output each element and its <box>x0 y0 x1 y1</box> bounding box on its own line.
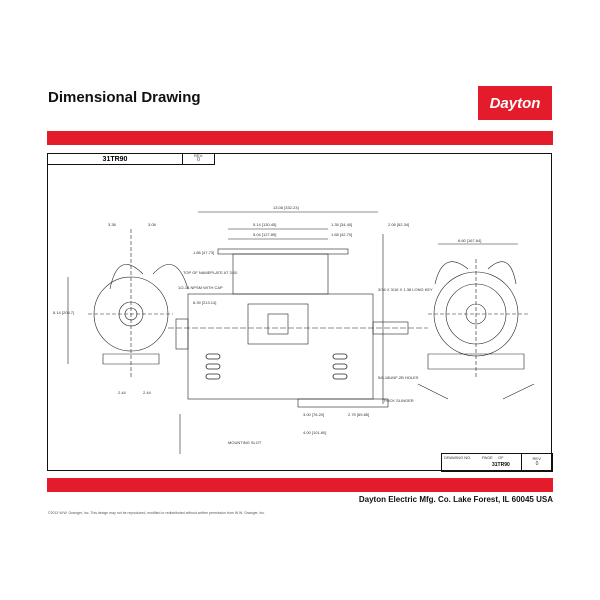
bottom-red-bar <box>47 478 553 492</box>
dayton-logo: Dayton <box>478 86 552 120</box>
left-end-view <box>67 229 189 379</box>
dim-d11: 6.60 [167.64] <box>458 238 481 243</box>
note-nameplate: TOP OF NAMEPLATE AT 3:00 <box>183 270 238 275</box>
dim-d7: 8.39 [213.14] <box>193 300 216 305</box>
drawing-no-label: DRAWING NO. <box>444 455 472 460</box>
dim-left-b1: 2.44 <box>118 390 127 395</box>
side-view <box>168 211 428 454</box>
copyright-notice: ©2013 W.W. Grainger, Inc. This design ma… <box>48 511 266 515</box>
page-title: Dimensional Drawing <box>48 89 201 106</box>
rev-label: REV. <box>194 153 203 158</box>
of-label: OF <box>498 455 504 460</box>
dim-d8: 3.00 [76.20] <box>303 412 324 417</box>
title-rev-cell: REV. 0 <box>521 453 553 472</box>
top-red-bar <box>47 131 553 145</box>
drawing-frame: 31TR90 REV. 0 <box>47 153 553 472</box>
dim-left-top1: 3.08 <box>148 222 157 227</box>
dim-left-b2: 2.44 <box>143 390 152 395</box>
dim-d4: 1.68 [42.70] <box>331 232 352 237</box>
title-rev-value: 0 <box>535 461 539 467</box>
note-npsm: 1/2-14 NPSM WITH CAP <box>178 285 223 290</box>
right-end-view <box>417 243 535 400</box>
dim-d1: 5.14 [130.45] <box>253 222 276 227</box>
note-slinger: THICK SLINGER <box>383 398 414 403</box>
dim-left-height: 8.14 [206.7] <box>53 310 74 315</box>
motor-drawing: 3.08 3.38 8.14 [206.7] 2.44 2.44 13.08 [… <box>53 205 535 454</box>
dim-d5: 2.06 [52.34] <box>388 222 409 227</box>
dim-left-top2: 3.38 <box>108 222 117 227</box>
drawing-number-cell: DRAWING NO. PAGE OF 31TR90 <box>441 453 522 472</box>
dim-d6: 1.86 [47.73] <box>193 250 214 255</box>
company-address: Dayton Electric Mfg. Co. Lake Forest, IL… <box>358 495 553 504</box>
dim-d3: 1.35 [34.40] <box>331 222 352 227</box>
dim-d10: 2.75 [69.85] <box>348 412 369 417</box>
dim-d2: 5.04 [127.89] <box>253 232 276 237</box>
rev-value: 0 <box>197 157 200 163</box>
page-label: PAGE <box>482 455 493 460</box>
title-rev-label: REV. <box>532 456 542 461</box>
drawing-no-value: 31TR90 <box>492 462 510 468</box>
note-tap: 5/8-18UNF-2B HOLES <box>378 375 419 380</box>
note-slot: MOUNTING SLOT <box>228 440 262 445</box>
note-key: 3/16 X 3/16 X 1.38 LONG KEY <box>378 287 433 292</box>
dim-overall: 13.08 [332.23] <box>273 205 299 210</box>
rev-cell: REV. 0 <box>182 153 215 165</box>
dim-d9: 4.00 [101.60] <box>303 430 326 435</box>
